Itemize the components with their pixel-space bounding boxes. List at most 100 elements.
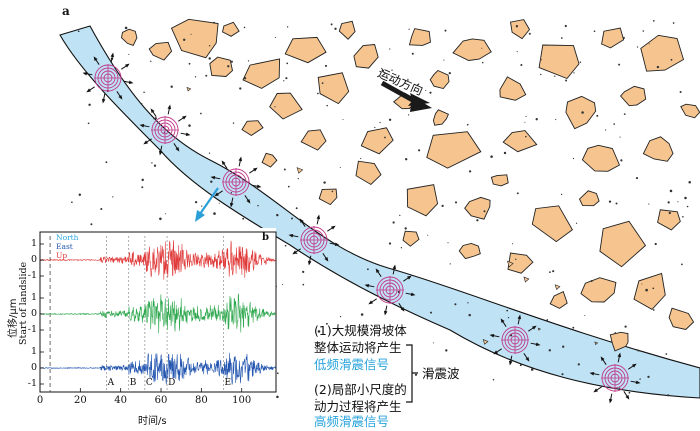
particle: [143, 91, 145, 93]
rock-block: [464, 196, 491, 220]
particle: [227, 65, 230, 68]
particle: [324, 64, 328, 67]
rock-block: [680, 103, 700, 119]
particle: [481, 61, 484, 64]
particle: [454, 201, 458, 204]
annotation-line4: (2)局部小尺度的: [314, 382, 407, 397]
rock-block: [531, 205, 573, 243]
particle: [503, 151, 507, 155]
particle: [590, 280, 593, 282]
annotation-line2: 整体运动将产生: [314, 340, 402, 355]
particle: [334, 27, 337, 30]
rock-block: [538, 44, 580, 80]
particle: [154, 117, 157, 120]
rock-block: [261, 152, 278, 168]
seismogram-inset: [4, 228, 277, 424]
particle: [384, 136, 386, 139]
x-tick-label: 100: [232, 395, 252, 406]
particle: [445, 349, 448, 352]
particle: [391, 69, 393, 71]
particle: [276, 213, 279, 217]
particle: [511, 243, 514, 245]
particle: [572, 326, 575, 329]
particle: [530, 368, 534, 371]
particle: [71, 201, 73, 203]
legend-up: Up: [56, 251, 68, 260]
wave-bracket: [406, 344, 418, 403]
particle: [565, 79, 568, 82]
particle: [684, 196, 687, 200]
rock-block: [657, 209, 681, 231]
particle: [105, 161, 108, 164]
particle: [243, 77, 247, 80]
particle: [579, 61, 582, 63]
particle: [426, 370, 429, 373]
y-axis-label: 位移/μm: [8, 298, 19, 338]
annotation-line1: (1)大规模滑坡体: [314, 323, 407, 338]
particle: [449, 263, 451, 265]
particle: [564, 24, 567, 28]
particle: [283, 168, 286, 171]
seismic-source-icon: [288, 214, 340, 266]
particle: [525, 115, 527, 118]
particle: [667, 394, 670, 397]
particle: [317, 92, 319, 95]
particle: [239, 87, 242, 90]
particle: [408, 28, 410, 30]
particle: [194, 200, 198, 204]
particle: [561, 373, 564, 376]
particle: [151, 162, 153, 164]
particle: [454, 303, 457, 306]
particle: [128, 53, 130, 55]
particle: [317, 330, 321, 333]
particle: [141, 178, 144, 182]
particle: [622, 36, 625, 39]
event-marker-b: B: [129, 378, 137, 388]
rock-blocks: [121, 18, 700, 352]
particle: [201, 205, 203, 207]
particle: [441, 204, 444, 208]
particle: [194, 76, 197, 78]
particle: [560, 193, 563, 196]
particle: [642, 30, 645, 32]
particle: [323, 181, 326, 184]
y-tick-label: 0: [30, 254, 37, 265]
particle: [562, 345, 565, 348]
particle: [549, 271, 551, 273]
particle: [302, 283, 305, 286]
particle: [619, 387, 621, 389]
particle: [654, 242, 657, 246]
particle: [286, 26, 289, 28]
rock-fragment: [186, 86, 192, 92]
particle: [584, 314, 586, 317]
annotation-line3: 低频滑震信号: [314, 357, 390, 372]
rock-block: [300, 129, 327, 151]
particle: [388, 242, 392, 245]
particle: [688, 181, 691, 184]
particle: [302, 270, 305, 274]
particle: [112, 196, 114, 198]
particle: [291, 217, 293, 220]
particle: [247, 60, 250, 62]
particle: [218, 202, 220, 204]
particle: [447, 242, 449, 244]
rock-block: [360, 127, 394, 155]
y-tick-label: 1: [30, 238, 37, 249]
rock-block: [284, 36, 327, 64]
particle: [490, 155, 493, 158]
rock-block: [429, 69, 450, 90]
rock-block: [490, 174, 509, 187]
y-tick-label: 1: [30, 292, 37, 303]
particle: [276, 395, 279, 399]
particle: [620, 159, 623, 162]
particle: [665, 353, 668, 355]
event-marker-d: D: [168, 378, 176, 388]
particle: [656, 65, 660, 69]
particle: [188, 124, 191, 127]
particle: [468, 313, 471, 317]
particle: [554, 75, 556, 77]
x-tick-label: 20: [73, 395, 87, 406]
rock-fragment: [507, 260, 514, 268]
particle: [648, 43, 650, 45]
